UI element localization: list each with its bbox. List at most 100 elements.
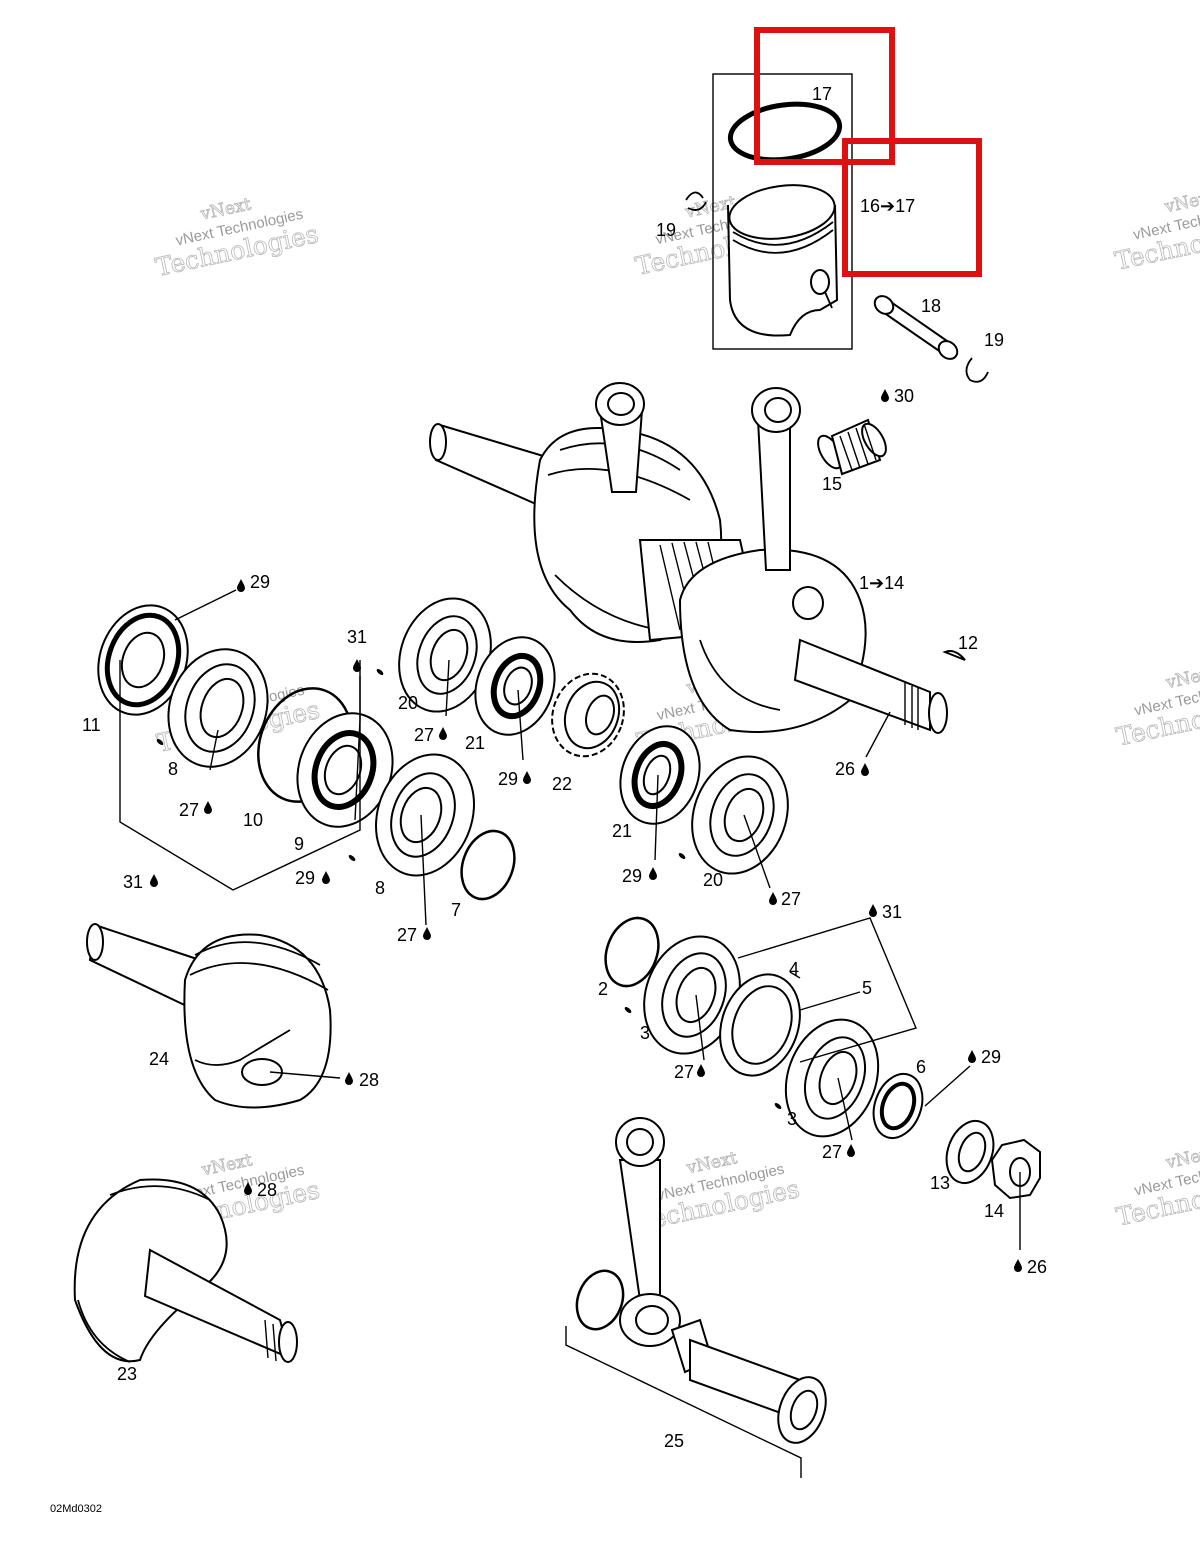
label-29[interactable]: 29 — [498, 769, 518, 789]
label-20[interactable]: 20 — [398, 693, 418, 713]
piston-pin[interactable] — [871, 292, 961, 362]
label-29[interactable]: 29 — [295, 868, 315, 888]
seal-21-left[interactable] — [462, 626, 568, 746]
label-2[interactable]: 2 — [598, 979, 608, 999]
label-1-14[interactable]: 1➔14 — [859, 573, 904, 593]
label-4[interactable]: 4 — [789, 959, 799, 979]
drop-icon — [1014, 1259, 1022, 1272]
drop-icon — [847, 1144, 855, 1157]
bearing-20-left[interactable] — [384, 585, 506, 724]
label-8[interactable]: 8 — [168, 759, 178, 779]
label-16-17[interactable]: 16➔17 — [860, 196, 915, 216]
leader-lines — [174, 589, 1021, 1250]
label-10[interactable]: 10 — [243, 810, 263, 830]
label-23[interactable]: 23 — [117, 1364, 137, 1384]
label-21[interactable]: 21 — [612, 821, 632, 841]
watermark-topleft: vNext vNext Technologies Technologies — [153, 194, 322, 282]
needle-bearing-15[interactable] — [813, 418, 891, 476]
drop-icon — [769, 892, 777, 905]
label-26[interactable]: 26 — [1027, 1257, 1047, 1277]
label-17[interactable]: 17 — [812, 84, 832, 104]
small-pins — [156, 669, 782, 1109]
label-31[interactable]: 31 — [123, 872, 143, 892]
drop-icon — [523, 771, 531, 784]
label-31[interactable]: 31 — [347, 627, 367, 647]
label-8[interactable]: 8 — [375, 878, 385, 898]
label-12[interactable]: 12 — [958, 633, 978, 653]
drop-icon — [345, 1072, 353, 1085]
group-bracket-31-left — [119, 660, 361, 891]
label-27[interactable]: 27 — [674, 1062, 694, 1082]
label-6[interactable]: 6 — [916, 1057, 926, 1077]
seal-6[interactable] — [865, 1067, 931, 1145]
drop-icon — [423, 927, 431, 940]
part-labels: 17 16➔17 19 18 19 30 15 1➔14 12 26 29 31… — [82, 84, 1047, 1451]
piston-circlip-left[interactable] — [685, 191, 707, 211]
crank-right-conrod — [757, 419, 791, 571]
label-30[interactable]: 30 — [894, 386, 914, 406]
shim-4[interactable] — [707, 963, 814, 1087]
bearing-8-right[interactable] — [360, 741, 491, 890]
drop-icon — [869, 904, 877, 917]
ring-7[interactable] — [453, 824, 524, 907]
drop-icon — [237, 579, 245, 592]
label-13[interactable]: 13 — [930, 1173, 950, 1193]
crank-half-23[interactable] — [73, 1178, 298, 1363]
drop-icon — [322, 871, 330, 884]
nut-14[interactable] — [990, 1138, 1041, 1200]
woodruff-key[interactable] — [942, 650, 966, 661]
label-3[interactable]: 3 — [640, 1023, 650, 1043]
seal-21-right[interactable] — [607, 715, 713, 835]
crank-right-shaft — [793, 638, 931, 732]
bearing-8-left[interactable] — [152, 635, 283, 781]
crankshaft-assembly[interactable] — [429, 382, 948, 734]
piston-pin-boss — [810, 269, 830, 295]
label-27[interactable]: 27 — [397, 925, 417, 945]
label-7[interactable]: 7 — [451, 900, 461, 920]
ring-2[interactable] — [597, 911, 668, 994]
piston-ring[interactable] — [727, 98, 843, 167]
label-31[interactable]: 31 — [882, 902, 902, 922]
bearing-20-right[interactable] — [676, 743, 803, 887]
label-21[interactable]: 21 — [465, 733, 485, 753]
crank-half-24[interactable] — [86, 923, 332, 1109]
label-19[interactable]: 19 — [656, 220, 676, 240]
label-25[interactable]: 25 — [664, 1431, 684, 1451]
drop-icon — [439, 727, 447, 740]
gear-22[interactable] — [541, 664, 636, 767]
label-29[interactable]: 29 — [622, 866, 642, 886]
watermark-botright: vNext vNext Technologies Technologies — [1113, 1143, 1200, 1232]
label-27[interactable]: 27 — [414, 725, 434, 745]
label-14[interactable]: 14 — [984, 1201, 1004, 1221]
label-27[interactable]: 27 — [179, 800, 199, 820]
label-29[interactable]: 29 — [250, 572, 270, 592]
crank-left-conrod — [599, 409, 643, 493]
label-20[interactable]: 20 — [703, 870, 723, 890]
label-3[interactable]: 3 — [787, 1109, 797, 1129]
conrod-kit-25[interactable] — [569, 1117, 834, 1449]
label-15[interactable]: 15 — [822, 474, 842, 494]
label-24[interactable]: 24 — [149, 1049, 169, 1069]
seal-9[interactable] — [282, 700, 408, 840]
piston-kit[interactable] — [685, 73, 853, 350]
piston-circlip-right[interactable] — [965, 357, 989, 383]
label-9[interactable]: 9 — [294, 834, 304, 854]
drop-icon — [697, 1064, 705, 1077]
washer-13[interactable] — [938, 1114, 1001, 1189]
label-29[interactable]: 29 — [981, 1047, 1001, 1067]
label-26[interactable]: 26 — [835, 759, 855, 779]
label-5[interactable]: 5 — [862, 978, 872, 998]
label-28[interactable]: 28 — [257, 1180, 277, 1200]
label-27[interactable]: 27 — [822, 1142, 842, 1162]
drop-icon — [204, 801, 212, 814]
watermark-topright: vNext vNext Technologies Technologies — [1112, 187, 1200, 276]
crank-left-shaft — [434, 423, 552, 510]
label-28[interactable]: 28 — [359, 1070, 379, 1090]
label-18[interactable]: 18 — [921, 296, 941, 316]
label-27[interactable]: 27 — [781, 889, 801, 909]
label-19[interactable]: 19 — [984, 330, 1004, 350]
label-11[interactable]: 11 — [82, 715, 101, 735]
drop-icon — [150, 874, 158, 887]
label-22[interactable]: 22 — [552, 774, 572, 794]
